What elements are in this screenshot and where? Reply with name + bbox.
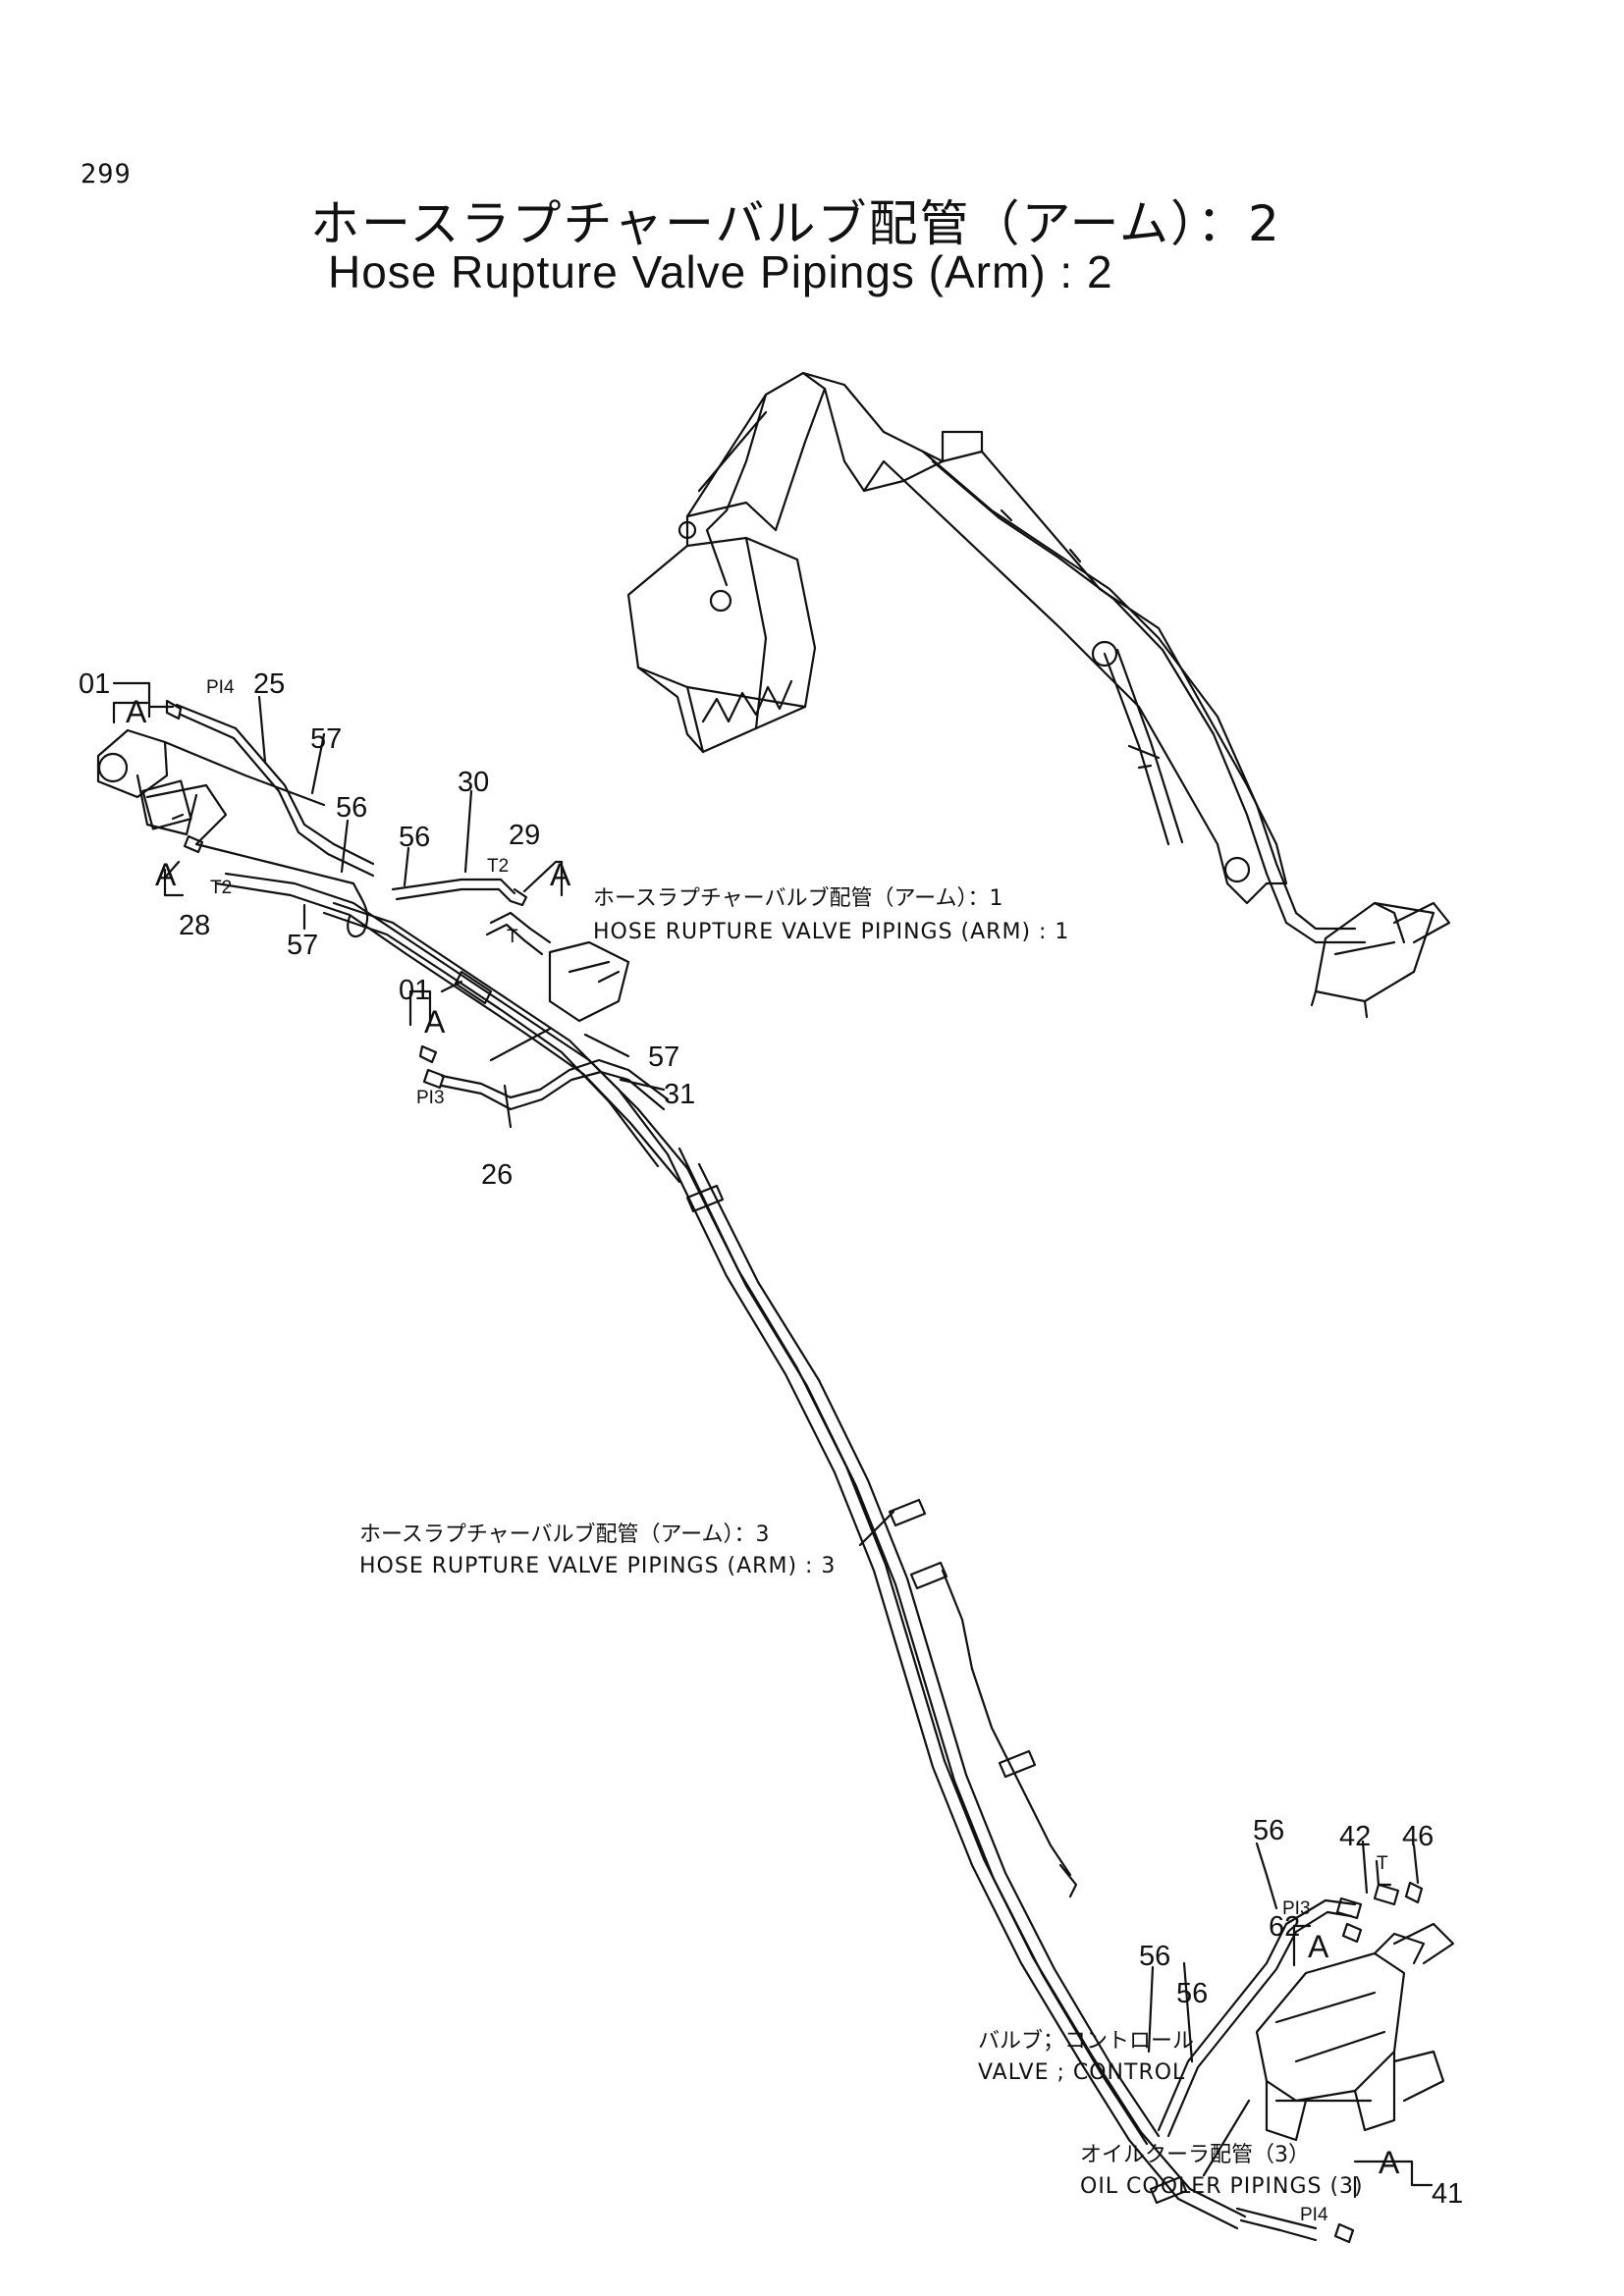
callout-31: 31 xyxy=(664,1079,695,1110)
section-letters: A A A A A A xyxy=(126,694,1400,2180)
callout-46: 46 xyxy=(1402,1821,1434,1852)
port-pi3-upper: PI3 xyxy=(416,1088,445,1108)
port-pi3-valve: PI3 xyxy=(1282,1898,1311,1919)
callout-56-valve-left: 56 xyxy=(1139,1941,1170,1972)
callout-57-upper: 57 xyxy=(310,723,342,755)
excavator-overview xyxy=(626,371,1451,1019)
callout-56-left: 56 xyxy=(336,792,367,824)
oil-cooler-japanese: オイルクーラ配管（3） xyxy=(1080,2143,1310,2167)
callout-numbers: 01 25 57 56 56 30 29 28 57 01 57 31 26 5… xyxy=(79,668,1463,2210)
callout-25: 25 xyxy=(253,668,285,700)
long-hose-run xyxy=(666,1147,1247,2230)
reference-1-english: HOSE RUPTURE VALVE PIPINGS (ARM) : 1 xyxy=(593,920,1069,944)
callout-28: 28 xyxy=(179,910,210,941)
port-pi4-upper: PI4 xyxy=(206,677,235,698)
letter-a-valve-bottom: A xyxy=(1379,2145,1400,2180)
valve-control-japanese: バルブ；コントロール xyxy=(978,2029,1194,2054)
callout-41: 41 xyxy=(1432,2178,1463,2210)
callout-42: 42 xyxy=(1339,1821,1371,1852)
letter-a-upper-left: A xyxy=(126,694,147,729)
valve-control-english: VALVE ; CONTROL xyxy=(978,2060,1185,2085)
oil-cooler-english: OIL COOLER PIPINGS (3) xyxy=(1080,2174,1364,2199)
port-t: T xyxy=(507,927,518,947)
callout-01-upper: 01 xyxy=(79,668,110,700)
callout-29: 29 xyxy=(509,820,540,851)
port-pi4-valve: PI4 xyxy=(1300,2205,1328,2225)
reference-3-english: HOSE RUPTURE VALVE PIPINGS (ARM) : 3 xyxy=(359,1554,836,1578)
callout-56-valve-right: 56 xyxy=(1176,1978,1208,2009)
port-t2-right: T2 xyxy=(487,856,509,877)
callout-62: 62 xyxy=(1269,1911,1300,1943)
page-title-japanese: ホースラプチャーバルブ配管（アーム）：2 xyxy=(310,195,1281,252)
letter-a-valve-top: A xyxy=(1308,1929,1329,1964)
callout-56-right: 56 xyxy=(399,822,430,853)
callout-56-valve-top: 56 xyxy=(1253,1815,1284,1846)
letter-a-middle: A xyxy=(424,1004,446,1040)
port-t-valve: T xyxy=(1377,1853,1388,1874)
callout-57-middle: 57 xyxy=(287,930,318,961)
control-valve xyxy=(1157,1881,1455,2244)
callout-26: 26 xyxy=(481,1159,513,1191)
page-number: 299 xyxy=(81,159,132,189)
reference-3-japanese: ホースラプチャーバルブ配管（アーム）：3 xyxy=(359,1522,769,1547)
port-labels: PI4 T2 T2 T PI3 PI3 T PI4 xyxy=(206,677,1388,2225)
page-title-english: Hose Rupture Valve Pipings (Arm) : 2 xyxy=(328,246,1113,297)
callout-01-lower: 01 xyxy=(399,975,430,1006)
leader-lines xyxy=(112,681,1434,2199)
hose-rupture-valve-assembly xyxy=(96,699,689,1184)
letter-a-left: A xyxy=(155,857,177,892)
letter-a-right: A xyxy=(550,857,571,892)
reference-1-japanese: ホースラプチャーバルブ配管（アーム）：1 xyxy=(593,886,1002,911)
reference-notes: ホースラプチャーバルブ配管（アーム）：1 HOSE RUPTURE VALVE … xyxy=(359,886,1364,2199)
callout-57-lower: 57 xyxy=(648,1041,679,1073)
port-t2-left: T2 xyxy=(210,878,232,898)
callout-30: 30 xyxy=(458,767,489,798)
